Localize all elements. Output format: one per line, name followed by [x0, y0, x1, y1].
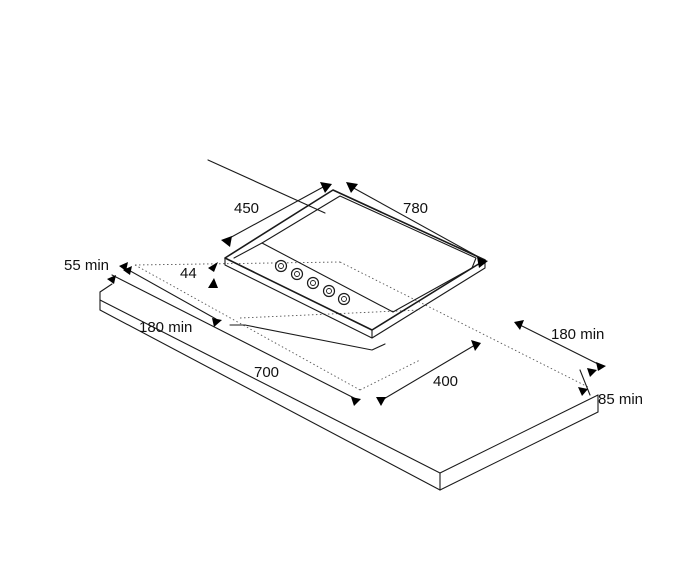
dimension-labels: 450 780 44 55 min 180 min 700 400 180 mi…: [64, 200, 643, 408]
label-left-clearance: 180 min: [139, 319, 192, 336]
label-hob-height: 44: [180, 265, 197, 282]
control-knob: [306, 276, 320, 290]
control-knob: [290, 267, 304, 281]
dimension-lines: [111, 185, 601, 401]
label-rear-clearance: 55 min: [64, 257, 109, 274]
label-hob-depth: 450: [234, 200, 259, 217]
control-knob: [274, 259, 288, 273]
label-cutout-width: 700: [254, 364, 279, 381]
control-knob: [322, 284, 336, 298]
label-front-clearance: 85 min: [598, 391, 643, 408]
arrowheads: [107, 182, 606, 406]
label-cutout-depth: 400: [433, 373, 458, 390]
label-hob-width: 780: [403, 200, 428, 217]
cutout-outline: [134, 261, 591, 391]
label-right-clearance: 180 min: [551, 326, 604, 343]
knob-row: [274, 259, 351, 306]
worktop: [99, 159, 599, 491]
control-knob: [337, 292, 351, 306]
